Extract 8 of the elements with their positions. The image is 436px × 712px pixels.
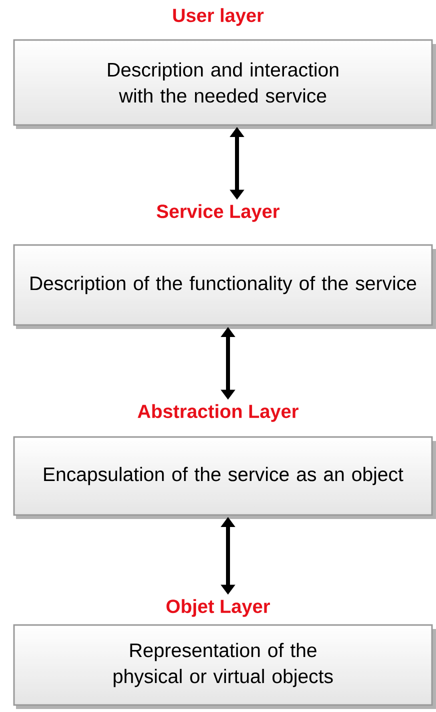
layer-heading: User layer <box>173 8 264 26</box>
layer-box: Description of the functionality of the service <box>13 244 436 329</box>
layer-box: Representation of the physical or virtual objects <box>13 624 436 709</box>
layer-box: Encapsulation of the service as an object <box>13 436 436 519</box>
layer-heading: Service Layer <box>156 204 280 222</box>
layer-box: Description and interaction with the needed service <box>13 39 436 129</box>
layer-heading: Abstraction Layer <box>138 404 298 422</box>
layer-heading: Objet Layer <box>166 599 270 617</box>
